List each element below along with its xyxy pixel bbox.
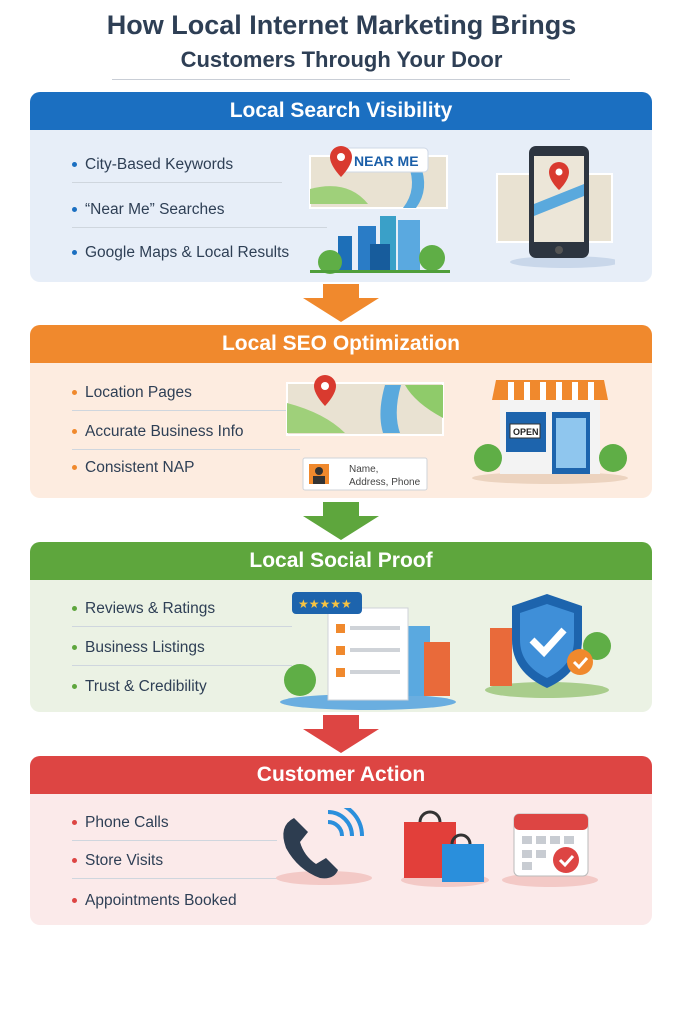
section-heading: Local Search Visibility — [30, 92, 652, 130]
page-title: How Local Internet Marketing Brings — [106, 10, 577, 40]
list-item: Google Maps & Local Results — [72, 235, 332, 271]
arrow-down-icon — [303, 284, 379, 322]
section-local-social-proof: Local Social Proof Reviews & Ratings Bus… — [30, 542, 652, 712]
reviews-checklist-icon: ★★★★★ — [280, 592, 456, 710]
storefront-icon: OPEN — [472, 380, 628, 484]
list-item: Phone Calls — [72, 805, 277, 841]
section-local-search-visibility: Local Search Visibility City-Based Keywo… — [30, 92, 652, 282]
title-divider — [112, 79, 570, 80]
svg-text:Address, Phone: Address, Phone — [349, 477, 421, 488]
phone-call-icon — [276, 808, 372, 885]
list-item: Location Pages — [72, 375, 300, 411]
section-customer-action: Customer Action Phone Calls Store Visits… — [30, 756, 652, 925]
svg-text:Name,: Name, — [349, 464, 378, 475]
list-item: Accurate Business Info — [72, 414, 300, 450]
list-item: Appointments Booked — [72, 883, 282, 919]
svg-text:OPEN: OPEN — [513, 427, 539, 437]
section-heading: Local SEO Optimization — [30, 325, 652, 363]
arrow-down-icon — [303, 502, 379, 540]
list-item: Reviews & Ratings — [72, 591, 292, 627]
phone-map-icon — [496, 146, 615, 268]
section-heading: Local Social Proof — [30, 542, 652, 580]
list-item: Business Listings — [72, 630, 292, 666]
svg-text:★★★★★: ★★★★★ — [298, 597, 352, 611]
map-near-me-icon: NEAR ME — [309, 146, 450, 274]
list-item: Store Visits — [72, 843, 277, 879]
shopping-bags-icon — [401, 810, 489, 887]
list-item: City-Based Keywords — [72, 147, 282, 183]
section-local-seo-optimization: Local SEO Optimization Location Pages Ac… — [30, 325, 652, 498]
list-item: Consistent NAP — [72, 450, 282, 486]
list-item: Trust & Credibility — [72, 669, 282, 705]
arrow-down-icon — [303, 715, 379, 753]
map-location-icon: Name, Address, Phone — [286, 375, 444, 491]
trust-shield-icon — [485, 594, 611, 698]
calendar-check-icon — [502, 813, 598, 887]
page-subtitle: Customers Through Your Door — [180, 47, 503, 72]
svg-text:NEAR ME: NEAR ME — [354, 153, 419, 169]
list-item: “Near Me” Searches — [72, 192, 327, 228]
section-heading: Customer Action — [30, 756, 652, 794]
